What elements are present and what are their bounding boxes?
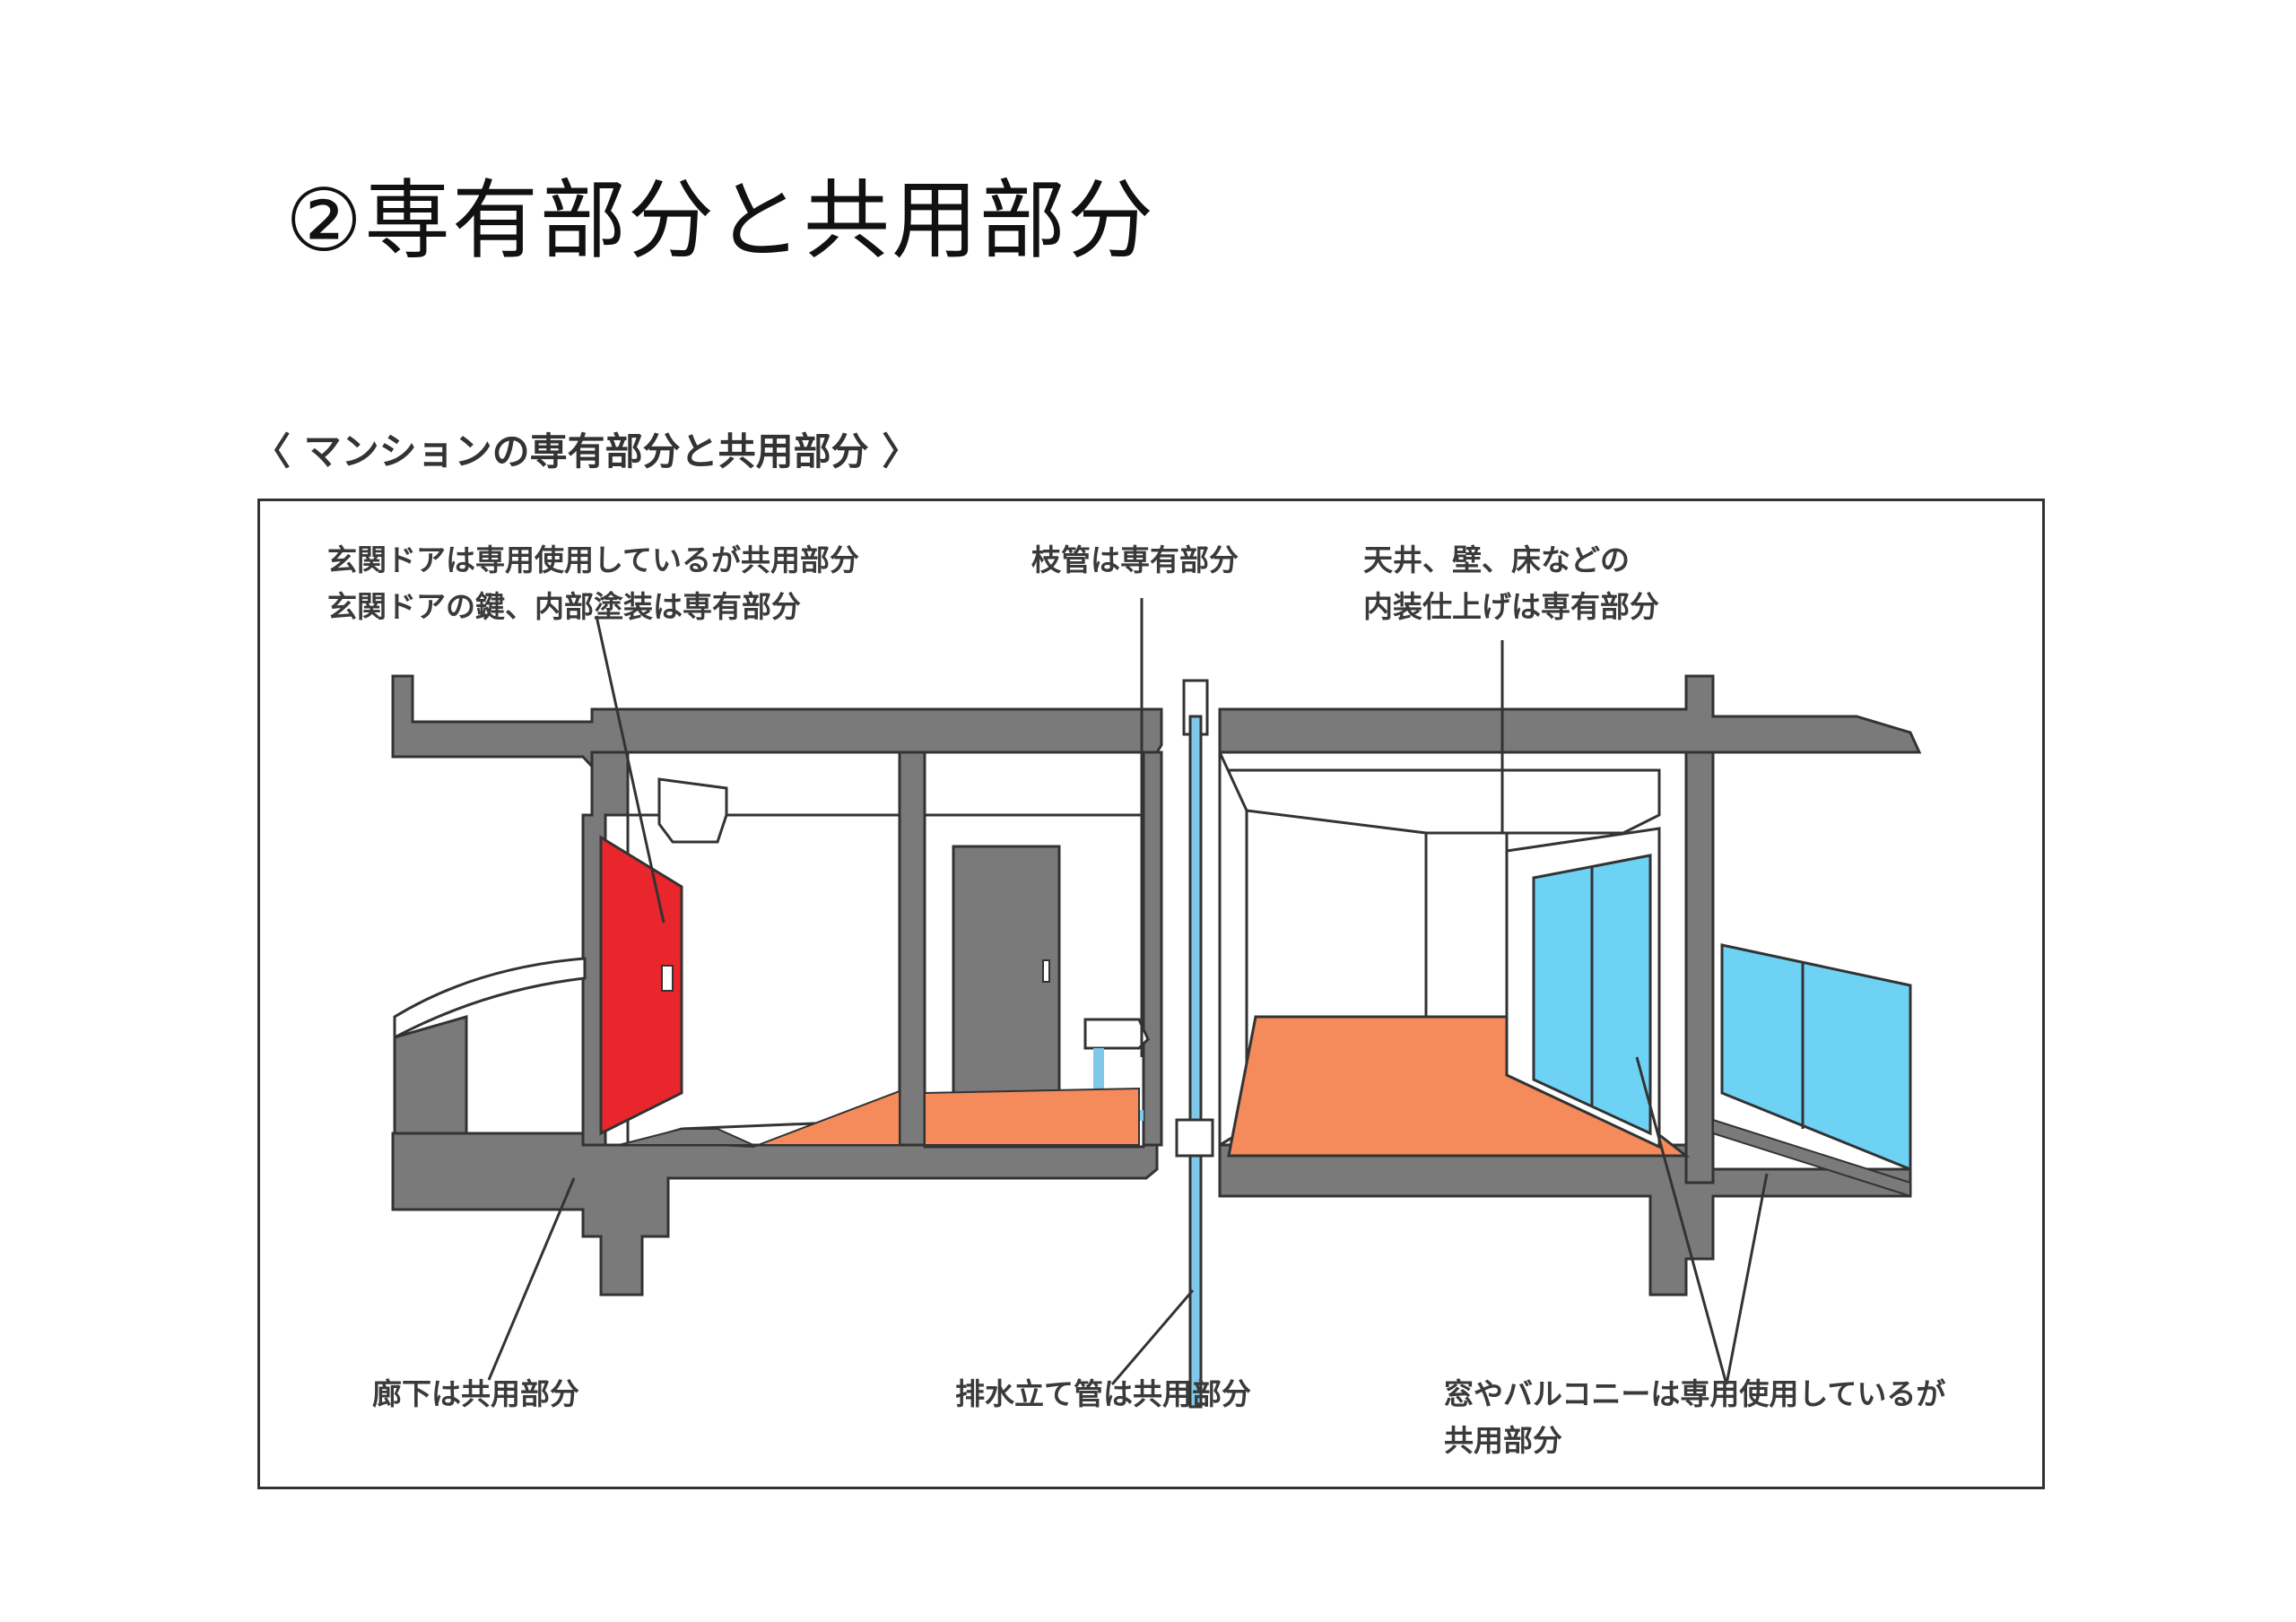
label-entrance-door: 玄関ドアは専用使用しているが共用部分 玄関ドアの鍵、内部塗装は専有部分 (327, 537, 859, 630)
right-unit-interior (1218, 751, 1691, 1158)
label-window-balcony-line2: 共用部分 (1444, 1423, 1562, 1458)
left-unit-interior (626, 777, 1150, 1149)
diagram-frame: 玄関ドアは専用使用しているが共用部分 玄関ドアの鍵、内部塗装は専有部分 枝管は専… (257, 499, 2045, 1489)
right-unit-structure (1218, 674, 1922, 1297)
label-corridor: 廊下は共用部分 (372, 1371, 579, 1418)
mansion-cross-section-illustration (391, 598, 1922, 1409)
left-unit-structure (391, 674, 1163, 1297)
label-entrance-door-line2: 玄関ドアの鍵、内部塗装は専有部分 (327, 589, 801, 624)
label-drain-stack: 排水立て管は共用部分 (955, 1371, 1251, 1418)
floor-left-utility (924, 1087, 1140, 1146)
page-title: ②専有部分と共用部分 (285, 170, 1156, 271)
label-interior-finish: 天井、壁、床などの 内装仕上げは専有部分 (1363, 537, 1659, 630)
label-window-balcony: 窓やバルコニーは専用使用しているが 共用部分 (1444, 1371, 1945, 1464)
label-entrance-door-line1: 玄関ドアは専用使用しているが共用部分 (327, 542, 860, 577)
inner-door (952, 845, 1061, 1133)
figure-caption: 〈 マンションの専有部分と共用部分 〉 (253, 429, 920, 473)
drain-stack (1175, 679, 1214, 1409)
leader-lines (487, 598, 1769, 1385)
label-interior-line2: 内装仕上げは専有部分 (1363, 589, 1659, 624)
label-branch-pipe-line1: 枝管は専有部分 (1031, 542, 1239, 577)
label-window-balcony-line1: 窓やバルコニーは専用使用しているが (1444, 1376, 1946, 1411)
floor-right-room (1227, 1015, 1691, 1158)
sink (1083, 1018, 1150, 1050)
label-corridor-line1: 廊下は共用部分 (372, 1376, 579, 1411)
label-drain-stack-line1: 排水立て管は共用部分 (955, 1376, 1251, 1411)
window (1505, 827, 1661, 1149)
corridor (393, 957, 587, 1135)
balcony (1712, 943, 1912, 1198)
label-interior-line1: 天井、壁、床などの (1363, 542, 1630, 577)
entrance-door (599, 835, 683, 1136)
label-branch-pipe: 枝管は専有部分 (1031, 537, 1239, 584)
